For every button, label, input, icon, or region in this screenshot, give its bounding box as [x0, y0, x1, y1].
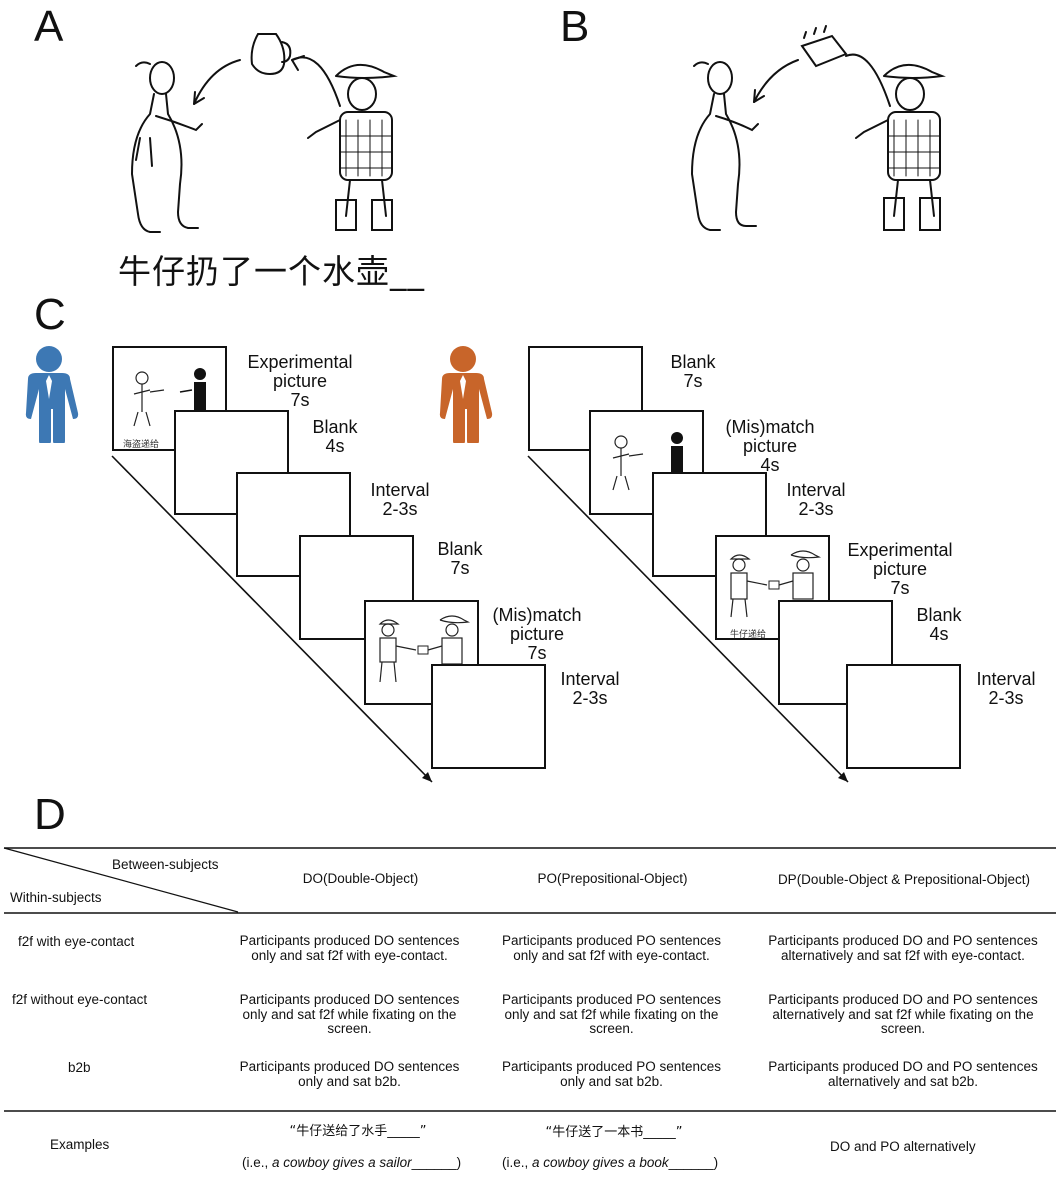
cell-do-f2f-no-eye-contact: Participants produced DO sentences only … — [239, 992, 460, 1036]
header-between-subjects: Between-subjects — [112, 857, 219, 872]
column-header-dp: DP(Double-Object & Prepositional-Object) — [777, 872, 1031, 887]
right-timeline-arrow — [527, 455, 849, 783]
panel-label-a: A — [34, 2, 64, 51]
panel-label-d: D — [34, 790, 66, 839]
jug-object — [250, 33, 292, 76]
left-character-figure-b — [690, 61, 759, 231]
right-experimental-thumbnail — [729, 550, 822, 618]
arrow-right-to-cake — [845, 53, 891, 107]
example-do-english: (i.e., a cowboy gives a sailor______) — [242, 1155, 461, 1170]
example-do-chinese: “牛仔送给了水手_____” — [289, 1124, 427, 1139]
example-po-suffix: ______) — [668, 1155, 719, 1170]
right-caption-blank-4s: Blank 4s — [916, 605, 962, 644]
row-label-f2f-without-eye-contact: f2f without eye-contact — [12, 992, 148, 1007]
row-label-b2b: b2b — [68, 1060, 91, 1075]
header-diagonal — [3, 847, 239, 913]
left-caption-blank-4s: Blank 4s — [312, 417, 358, 456]
left-caption-blank-7s: Blank 7s — [437, 539, 483, 578]
left-frame-interval-2 — [431, 664, 546, 769]
cell-dp-b2b: Participants produced DO and PO sentence… — [768, 1059, 1038, 1089]
cell-dp-f2f-eye-contact: Participants produced DO and PO sentence… — [768, 933, 1038, 963]
example-po-english: (i.e., a cowboy gives a book______) — [502, 1155, 718, 1170]
row-label-f2f-eye-contact: f2f with eye-contact — [18, 934, 135, 949]
right-frame-interval-2 — [846, 664, 961, 769]
cell-dp-f2f-no-eye-contact: Participants produced DO and PO sentence… — [768, 992, 1038, 1036]
cell-po-f2f-no-eye-contact: Participants produced PO sentences only … — [501, 992, 722, 1036]
right-frame-experimental-picture — [715, 535, 830, 640]
arrow-jug-to-left — [193, 59, 241, 105]
cowboy-figure-b — [855, 64, 946, 231]
left-caption-interval-1: Interval 2-3s — [370, 480, 430, 519]
panel-b-illustration — [690, 25, 946, 231]
left-caption-experimental: Experimental picture 7s — [247, 352, 353, 410]
column-header-po: PO(Prepositional-Object) — [537, 871, 688, 886]
right-caption-blank-7s: Blank 7s — [670, 352, 716, 391]
header-within-subjects: Within-subjects — [10, 890, 102, 905]
left-experimental-image-text: 海盗递给 — [123, 440, 160, 450]
cake-object — [800, 25, 848, 68]
example-po-chinese: “牛仔送了一本书_____” — [545, 1125, 683, 1140]
right-caption-experimental: Experimental picture 7s — [847, 540, 953, 598]
left-caption-interval-2: Interval 2-3s — [560, 669, 620, 708]
timeline-arrows — [111, 455, 849, 783]
panel-label-c: C — [34, 290, 66, 339]
example-po-italic: a cowboy gives a book — [532, 1155, 669, 1170]
left-timeline-arrow — [111, 455, 433, 783]
row-label-examples: Examples — [50, 1137, 110, 1152]
example-dp: DO and PO alternatively — [830, 1139, 976, 1154]
left-caption-mismatch: (Mis)match picture 7s — [492, 605, 582, 663]
right-caption-interval-2: Interval 2-3s — [976, 669, 1036, 708]
table-rules — [3, 847, 1056, 1112]
cell-do-b2b: Participants produced DO sentences only … — [239, 1059, 460, 1089]
panel-label-b: B — [560, 2, 590, 51]
panel-a-sentence: 牛仔扔了一个水壶__ — [118, 252, 425, 291]
cell-do-f2f-eye-contact: Participants produced DO sentences only … — [239, 933, 460, 963]
right-caption-interval-1: Interval 2-3s — [786, 480, 846, 519]
example-do-prefix: (i.e., — [242, 1155, 273, 1170]
right-experimental-image-text: 牛仔递给 — [730, 630, 767, 640]
orange-person-icon — [439, 346, 493, 443]
cell-po-f2f-eye-contact: Participants produced PO sentences only … — [501, 933, 722, 963]
example-do-italic: a cowboy gives a sailor — [272, 1155, 412, 1170]
blue-person-icon — [25, 346, 79, 443]
example-po-prefix: (i.e., — [502, 1155, 533, 1170]
column-header-do: DO(Double-Object) — [302, 871, 419, 886]
example-do-suffix: ______) — [411, 1155, 462, 1170]
arrow-cake-to-left — [753, 59, 799, 103]
cell-po-b2b: Participants produced PO sentences only … — [501, 1059, 722, 1089]
cowboy-figure — [307, 64, 398, 231]
panel-a-illustration — [130, 33, 398, 233]
right-caption-mismatch: (Mis)match picture 4s — [725, 417, 815, 475]
left-character-figure — [130, 61, 203, 233]
mismatch-picture-thumbnail — [378, 615, 471, 683]
